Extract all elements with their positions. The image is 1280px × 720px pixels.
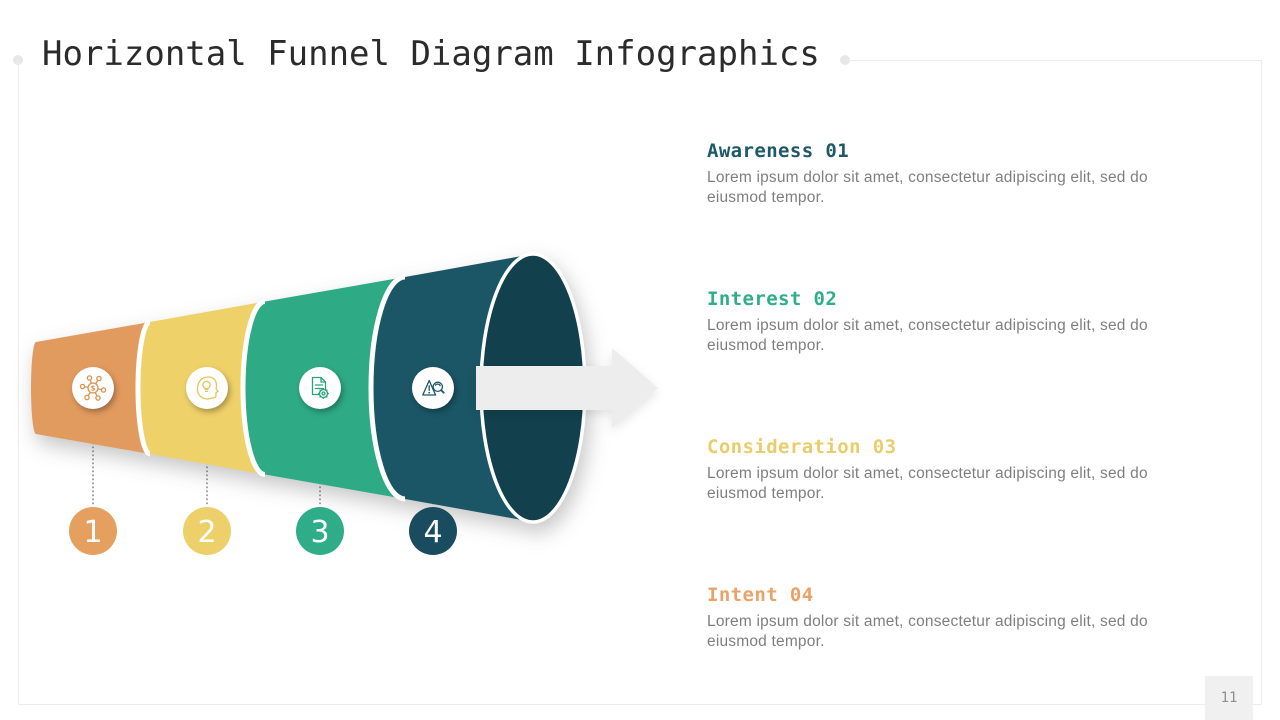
section-consideration: Consideration 03 Lorem ipsum dolor sit a… bbox=[707, 437, 1227, 504]
body-line: Lorem ipsum dolor sit amet, consectetur … bbox=[707, 317, 1148, 334]
frame-line-left bbox=[18, 60, 19, 705]
page-number: 11 bbox=[1205, 676, 1253, 720]
segment-dividers bbox=[135, 274, 406, 502]
stage-number: 4 bbox=[423, 515, 442, 550]
funnel-diagram: $ bbox=[31, 252, 658, 555]
section-title: Intent 04 bbox=[707, 584, 814, 606]
section-interest: Interest 02 Lorem ipsum dolor sit amet, … bbox=[707, 289, 1227, 356]
stage-badge-3 bbox=[296, 507, 344, 555]
body-line: eiusmod tempor. bbox=[707, 337, 825, 354]
page-title: Horizontal Funnel Diagram Infographics bbox=[42, 34, 820, 74]
arrow-right-icon bbox=[476, 348, 658, 428]
section-title: Interest 02 bbox=[707, 288, 838, 310]
section-body: Lorem ipsum dolor sit amet, consectetur … bbox=[707, 168, 1227, 208]
stage-badge-4 bbox=[409, 507, 457, 555]
section-title: Consideration 03 bbox=[707, 436, 897, 458]
svg-text:$: $ bbox=[91, 385, 96, 393]
body-line: eiusmod tempor. bbox=[707, 633, 825, 650]
stage-number: 1 bbox=[83, 515, 102, 550]
frame-line-bottom bbox=[18, 704, 1262, 705]
stage-badge-2 bbox=[183, 507, 231, 555]
section-body: Lorem ipsum dolor sit amet, consectetur … bbox=[707, 464, 1227, 504]
stage-badges: 1 2 3 4 bbox=[69, 507, 457, 555]
frame-line-top bbox=[845, 60, 1262, 61]
body-line: eiusmod tempor. bbox=[707, 189, 825, 206]
head-idea-icon bbox=[196, 376, 219, 400]
section-intent: Intent 04 Lorem ipsum dolor sit amet, co… bbox=[707, 585, 1227, 652]
section-body: Lorem ipsum dolor sit amet, consectetur … bbox=[707, 612, 1227, 652]
stage-number: 2 bbox=[197, 515, 216, 550]
body-line: eiusmod tempor. bbox=[707, 485, 825, 502]
section-awareness: Awareness 01 Lorem ipsum dolor sit amet,… bbox=[707, 141, 1227, 208]
body-line: Lorem ipsum dolor sit amet, consectetur … bbox=[707, 169, 1148, 186]
network-dollar-icon: $ bbox=[79, 375, 107, 401]
warning-search-icon bbox=[422, 379, 445, 396]
document-gear-icon bbox=[311, 376, 330, 400]
body-line: Lorem ipsum dolor sit amet, consectetur … bbox=[707, 613, 1148, 630]
section-title: Awareness 01 bbox=[707, 140, 850, 162]
stage-number: 3 bbox=[310, 515, 329, 550]
frame-line-right bbox=[1261, 60, 1262, 705]
section-body: Lorem ipsum dolor sit amet, consectetur … bbox=[707, 316, 1227, 356]
stage-badge-1 bbox=[69, 507, 117, 555]
body-line: Lorem ipsum dolor sit amet, consectetur … bbox=[707, 465, 1148, 482]
